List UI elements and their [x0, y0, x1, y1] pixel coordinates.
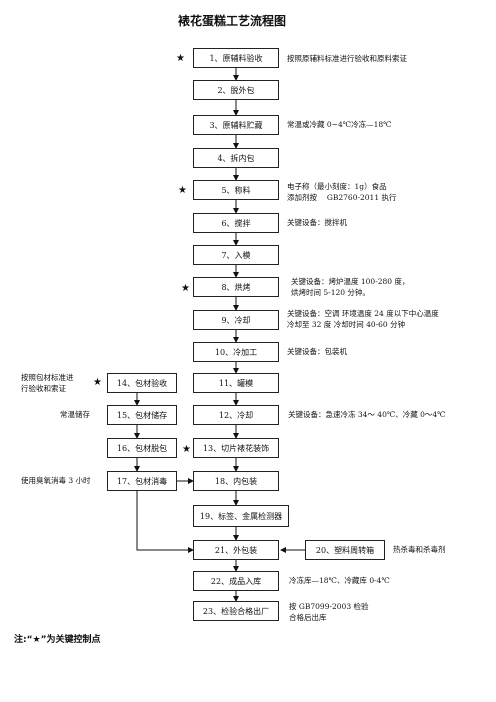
step-13-box: 13、切片裱花装饰 [193, 438, 279, 458]
step-23-box: 23、检验合格出厂 [193, 601, 279, 621]
step-3-box: 3、原辅料贮藏 [193, 115, 279, 135]
step-7-box: 7、入模 [193, 245, 279, 265]
key-point-star-1: ★ [176, 53, 185, 64]
step-11-box: 11、罐模 [193, 373, 279, 393]
arrow-17-21 [136, 491, 194, 553]
step-10-box: 10、冷加工 [193, 342, 279, 362]
page-title: 裱花蛋糕工艺流程图 [178, 14, 287, 28]
key-point-star-13: ★ [182, 444, 191, 455]
note-step-5-line2: 添加剂按 GB2760-2011 执行 [287, 193, 397, 202]
note-step-6: 关键设备：搅拌机 [287, 218, 347, 227]
note-step-17: 使用臭氧消毒 3 小时 [21, 476, 91, 485]
step-5-box: 5、称料 [193, 180, 279, 200]
note-step-1: 按照原辅料标准进行验收和原料索证 [287, 54, 407, 63]
step-18-box: 18、内包装 [193, 471, 279, 491]
step-4-box: 4、拆内包 [193, 148, 279, 168]
note-step-22: 冷冻库—18℃、冷藏库 0-4℃ [289, 576, 390, 585]
step-17-box: 17、包材消毒 [107, 471, 177, 491]
note-step-3: 常温或冷藏 0~4℃冷冻—18℃ [287, 120, 392, 129]
step-1-box: 1、原辅料验收 [193, 48, 279, 68]
legend-footnote: 注:“★”为关键控制点 [14, 635, 101, 645]
note-step-9-line1: 关键设备：空调 环境温度 24 度以下中心温度 [287, 309, 439, 318]
note-step-5-line1: 电子称（最小刻度：1g）食品 [287, 182, 387, 191]
key-point-star-5: ★ [178, 185, 187, 196]
key-point-star-8: ★ [181, 283, 190, 294]
step-22-box: 22、成品入库 [193, 571, 279, 591]
note-step-14-line1: 按照包材标准进 [21, 373, 74, 382]
step-19-box: 19、标签、金属检测器 [193, 505, 289, 527]
note-step-15: 常温储存 [60, 410, 90, 419]
note-step-23-line2: 合格后出库 [289, 613, 327, 622]
step-16-box: 16、包材脱包 [107, 438, 177, 458]
step-15-box: 15、包材储存 [107, 405, 177, 425]
note-step-20: 热杀毒和杀毒剂 [393, 545, 446, 554]
step-9-box: 9、冷却 [193, 310, 279, 330]
note-step-8-line1: 关键设备：烤炉温度 100-280 度， [291, 277, 410, 286]
step-12-box: 12、冷却 [193, 405, 279, 425]
step-14-box: 14、包材验收 [107, 373, 177, 393]
note-step-10: 关键设备：包装机 [287, 347, 347, 356]
key-point-star-14: ★ [93, 377, 102, 388]
step-2-box: 2、脱外包 [193, 80, 279, 100]
note-step-8-line2: 烘烤时间 5-120 分钟。 [291, 288, 370, 297]
note-step-23-line1: 按 GB7099-2003 检验 [289, 602, 369, 611]
note-step-12: 关键设备：急速冷冻 34～ 40℃、冷藏 0～4℃ [288, 410, 446, 419]
step-8-box: 8、烘烤 [193, 277, 279, 297]
step-21-box: 21、外包装 [193, 540, 279, 560]
note-step-14-line2: 行验收和索证 [21, 384, 66, 393]
note-step-9-line2: 冷却至 32 度 冷却时间 40-60 分钟 [287, 320, 406, 329]
step-6-box: 6、搅拌 [193, 213, 279, 233]
step-20-box: 20、塑料周转箱 [305, 540, 385, 560]
